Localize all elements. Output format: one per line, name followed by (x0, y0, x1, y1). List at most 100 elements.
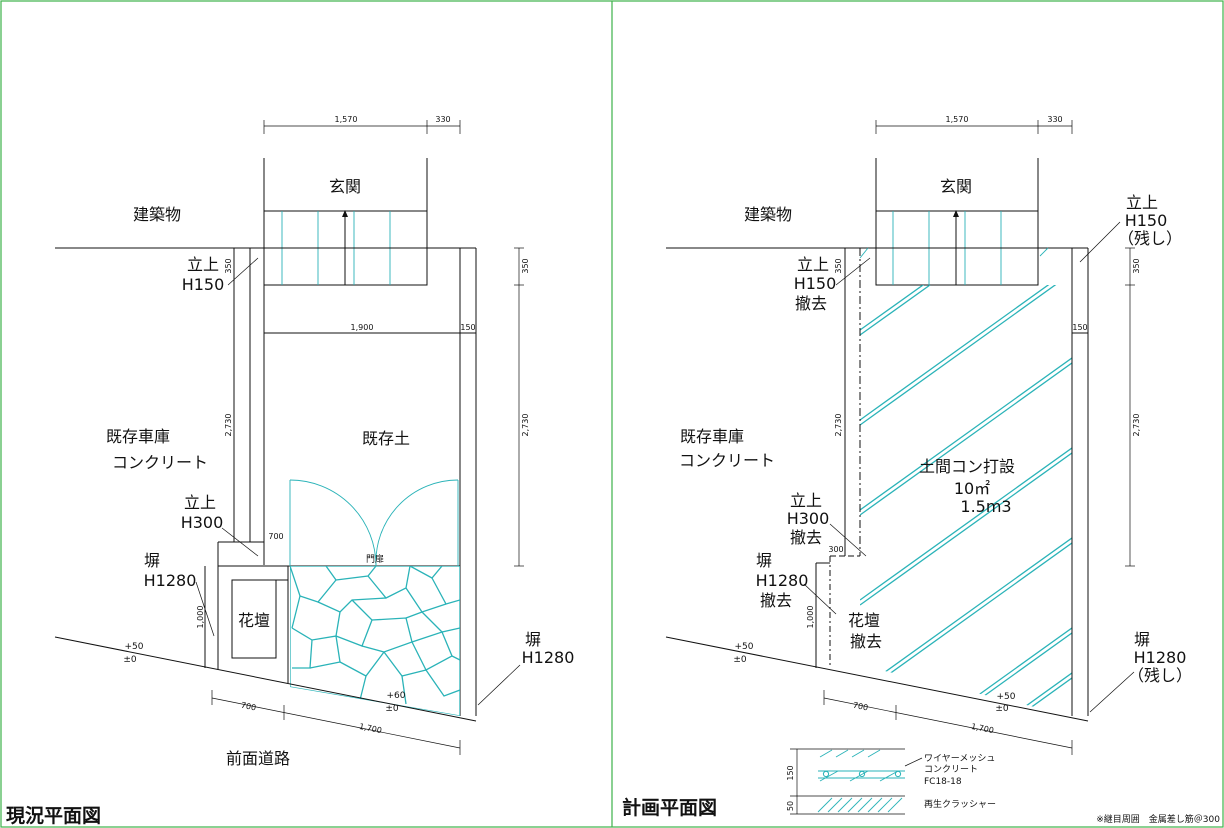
right-dimension: 350 2,730 (514, 247, 530, 567)
slab-label-3: 1.5m3 (960, 497, 1011, 516)
dim-350-right: 350 (521, 258, 530, 273)
dim-2730-right: 2,730 (521, 414, 530, 437)
dim-2730-rl: 2,730 (834, 414, 843, 437)
level-plus50-r: +50 (735, 642, 754, 652)
slab-label-1: 土間コン打設 (919, 457, 1015, 476)
legend: 150 50 ワイヤーメッシュ コンクリート FC18-18 再生クラッシャー … (786, 748, 1220, 825)
level-pm0-b-r: ±0 (995, 704, 1009, 714)
dim-700-top: 700 (268, 532, 283, 541)
wall-r-label-r: 塀 (1134, 630, 1150, 649)
dim-330: 330 (435, 115, 450, 124)
existing-plan-title: 現況平面図 (6, 804, 101, 827)
level-pm0-b: ±0 (385, 704, 399, 714)
garage-label-1-r: 既存車庫 (680, 427, 744, 446)
concrete-slab-hatch (860, 285, 1072, 716)
legend-dim-50: 50 (786, 801, 795, 811)
road-edge (54, 636, 477, 722)
wall-label: 塀 (144, 551, 160, 570)
footnote: ※継目周囲 金属差し筋＠300 (1096, 813, 1220, 825)
top-dimension-r: 1,570 330 (875, 115, 1073, 134)
dim-350-rr: 350 (1132, 258, 1141, 273)
rise2-h300-r: H300 (787, 509, 830, 528)
level-pm0: ±0 (123, 655, 137, 665)
level-plus50: +50 (125, 642, 144, 652)
dim-700-bottom: 700 (240, 701, 257, 713)
rise-l-h150: H150 (794, 274, 837, 293)
dim-1900: 1,900 (351, 323, 374, 332)
road-label: 前面道路 (226, 749, 290, 768)
planned-plan: 1,570 330 玄関 建築物 (622, 115, 1192, 819)
wall-r-keep: （残し） (1128, 666, 1192, 685)
legend-mesh-1: ワイヤーメッシュ (924, 754, 995, 764)
top-dimension: 1,570 330 (263, 115, 461, 134)
right-dimension-r: 350 2,730 (1125, 247, 1141, 567)
bottom-dimension-r: 700 1,700 (823, 690, 1073, 755)
planned-walls (815, 248, 1089, 716)
gate-swing (289, 479, 459, 567)
building-label-r: 建築物 (744, 205, 792, 224)
wall-remove: 撤去 (760, 591, 792, 610)
rise-l-remove: 撤去 (795, 294, 827, 313)
bottom-dimension: 700 1,700 (211, 690, 461, 755)
dim-1570: 1,570 (335, 115, 358, 124)
wall-h1280-r: H1280 (756, 571, 809, 590)
entrance-label: 玄関 (329, 177, 361, 196)
wall-r-h1280-r: H1280 (1134, 648, 1187, 667)
wall-r-h1280: H1280 (522, 648, 575, 667)
flower-remove: 撤去 (850, 632, 882, 651)
planned-plan-title: 計画平面図 (622, 796, 717, 819)
garage-label-1: 既存車庫 (106, 427, 170, 446)
legend-dim-150: 150 (786, 765, 795, 780)
dim-350-rl: 350 (834, 258, 843, 273)
legend-mesh-2: コンクリート (924, 764, 978, 775)
garage-walls (204, 248, 477, 716)
dim-700-bottom-r: 700 (852, 701, 869, 713)
level-plus60: +60 (387, 691, 406, 701)
dim-150: 150 (460, 323, 475, 332)
legend-crusher: 再生クラッシャー (924, 798, 996, 810)
dim-350-left: 350 (224, 258, 233, 273)
entrance-label-r: 玄関 (940, 177, 972, 196)
rise2-label-r: 立上 (790, 491, 822, 510)
entrance: 玄関 (263, 158, 428, 286)
wall-h1280: H1280 (144, 571, 197, 590)
dim-330-r: 330 (1047, 115, 1062, 124)
gate-label: 門扉 (366, 553, 384, 565)
wall-r-label: 塀 (525, 630, 541, 649)
dim-150-r: 150 (1072, 323, 1087, 332)
garage-label-2-r: コンクリート (679, 451, 775, 470)
legend-mesh-3: FC18-18 (924, 777, 962, 787)
rise-r-h150: H150 (1125, 211, 1168, 230)
dim-1000-r: 1,000 (806, 606, 815, 629)
entrance-r: 玄関 (875, 158, 1039, 286)
rise-h150: H150 (182, 275, 225, 294)
slab-label-2: 10㎡ (954, 479, 990, 498)
dim-300: 300 (828, 545, 843, 554)
rise2-h300: H300 (181, 513, 224, 532)
flower-bed-label: 花壇 (238, 611, 270, 630)
dim-1700: 1,700 (358, 722, 382, 735)
level-plus50-b-r: +50 (997, 692, 1016, 702)
flagstone-paving (290, 566, 460, 716)
dim-2730-rr: 2,730 (1132, 414, 1141, 437)
rise2-remove: 撤去 (790, 528, 822, 547)
dim-1000: 1,000 (196, 606, 205, 629)
rise2-label: 立上 (184, 493, 216, 512)
rise-r-keep: （残し） (1118, 229, 1182, 248)
level-pm0-r: ±0 (733, 655, 747, 665)
left-dimension: 350 2,730 1,000 (196, 258, 233, 628)
legend-mesh-swatch (818, 749, 905, 782)
soil-label: 既存土 (362, 429, 410, 448)
legend-crusher-swatch (817, 797, 903, 813)
dim-1570-r: 1,570 (946, 115, 969, 124)
rise-l-label: 立上 (797, 255, 829, 274)
rise-label: 立上 (187, 255, 219, 274)
garage-label-2: コンクリート (112, 453, 208, 472)
wall-label-r: 塀 (756, 551, 772, 570)
dim-2730-left: 2,730 (224, 414, 233, 437)
road-edge-r (665, 636, 1089, 722)
building-label: 建築物 (133, 205, 181, 224)
flower-bed-label-r: 花壇 (848, 611, 880, 630)
existing-plan: 1,570 330 玄関 建築物 (6, 115, 574, 827)
